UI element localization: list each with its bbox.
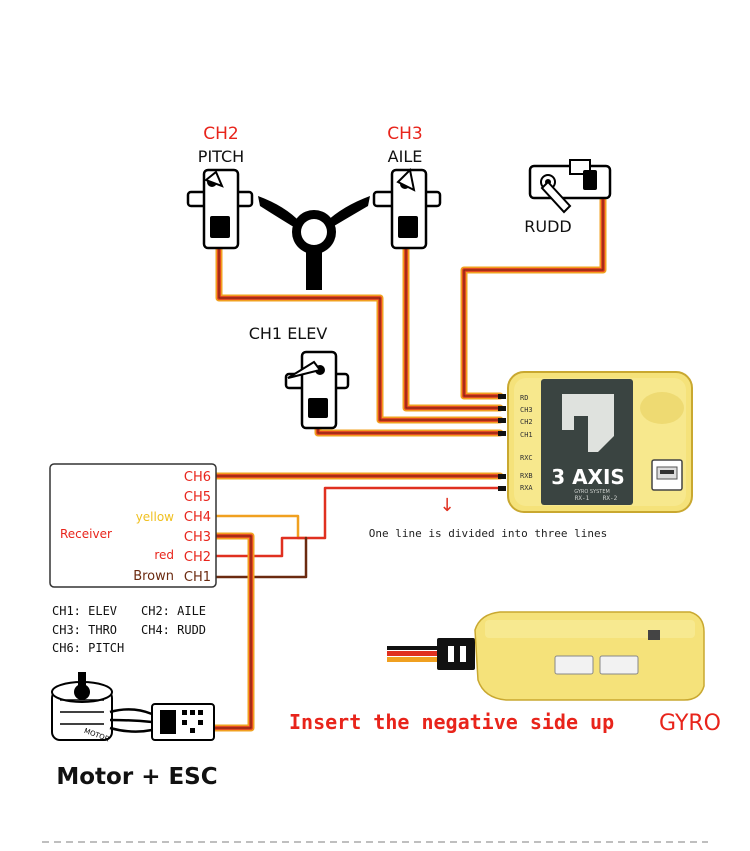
mapping-ch6: CH6: PITCH [52, 641, 124, 655]
servo-ch2-pitch: CH2 PITCH [186, 124, 254, 250]
wire-rudd [460, 196, 607, 400]
servo-ch3-channel: CH3 [387, 124, 422, 144]
wire-color-yellow: yellow [136, 510, 174, 524]
receiver-ch3: CH3 [184, 530, 211, 545]
gyro-logo-icon [562, 394, 614, 452]
wire-elev [314, 424, 504, 437]
channel-mapping: CH1: ELEV CH2: AILE CH3: THRO CH4: RUDD … [52, 604, 206, 655]
motor-esc: MOTOR Motor + ESC [51, 672, 218, 790]
gyro-port-rd: RD [520, 394, 528, 402]
gyro-port-rxb: RXB [520, 472, 533, 480]
gyro-bottom-rx2: RX-2 [603, 495, 618, 502]
gyro-port-labels: RD CH3 CH2 CH1 RXC RXB RXA [520, 394, 533, 492]
wire-receiver-ch3 [209, 532, 255, 732]
servo-ch3-name: AILE [388, 147, 423, 166]
wire-rxa-split [304, 486, 502, 540]
wire-color-red: red [154, 548, 174, 562]
gyro-subtitle: GYRO SYSTEM [574, 489, 610, 495]
gyro-port-ch1: CH1 [520, 431, 533, 439]
receiver-ch5: CH5 [184, 490, 211, 505]
mapping-ch4: CH4: RUDD [141, 623, 206, 637]
receiver-channel-labels: CH6 CH5 CH4 CH3 CH2 CH1 [184, 470, 211, 585]
mapping-ch2: CH2: AILE [141, 604, 206, 618]
servo-rudd: RUDD [524, 159, 612, 236]
insert-note-gyro: GYRO [659, 711, 721, 736]
servo-rudd-name: RUDD [524, 217, 571, 236]
receiver-title: Receiver [60, 527, 112, 541]
wire-pitch [215, 244, 504, 424]
gyro-port-rxc: RXC [520, 454, 533, 462]
receiver-ch1: CH1 [184, 570, 211, 585]
wire-receiver-ch2 [214, 536, 308, 558]
receiver-ch4: CH4 [184, 510, 211, 525]
gyro-port-ch2: CH2 [520, 418, 533, 426]
servo-ch3-aile: CH3 AILE [372, 124, 442, 250]
split-note: One line is divided into three lines [369, 527, 607, 540]
motor-icon: MOTOR [51, 672, 113, 743]
wire-receiver-ch1 [214, 536, 308, 579]
gyro-bottom-rx1: RX-1 [575, 495, 590, 502]
mapping-ch3: CH3: THRO [52, 623, 117, 637]
receiver-ch6: CH6 [184, 470, 211, 485]
split-arrow-icon: ↓ [439, 495, 454, 516]
gyro-usb-port [651, 459, 683, 491]
gyro-module: RD CH3 CH2 CH1 RXC RXB RXA 3 AXIS GYRO S… [498, 371, 693, 513]
servo-ch2-channel: CH2 [203, 124, 238, 144]
gyro-port-pins [498, 394, 506, 491]
esc-icon [151, 703, 215, 741]
mapping-ch1: CH1: ELEV [52, 604, 117, 618]
insert-note: Insert the negative side up [289, 710, 614, 734]
motor-esc-label: Motor + ESC [56, 764, 217, 790]
gyro-port-ch3: CH3 [520, 406, 533, 414]
wire-color-brown: Brown [133, 569, 174, 584]
receiver-box: Receiver CH6 CH5 CH4 CH3 CH2 CH1 yellow … [49, 463, 217, 588]
servo-ch1-label: CH1 ELEV [249, 324, 328, 343]
wire-aile [402, 244, 504, 412]
wires [209, 196, 607, 732]
servo-ch2-name: PITCH [198, 147, 244, 166]
rotor-head-icon [258, 196, 370, 290]
gyro-logo-text: 3 AXIS [551, 465, 625, 489]
receiver-ch2: CH2 [184, 550, 211, 565]
gyro-port-rxa: RXA [520, 484, 533, 492]
gyro-connector-illustration [387, 611, 705, 701]
servo-ch1-elev: CH1 ELEV [249, 324, 350, 430]
